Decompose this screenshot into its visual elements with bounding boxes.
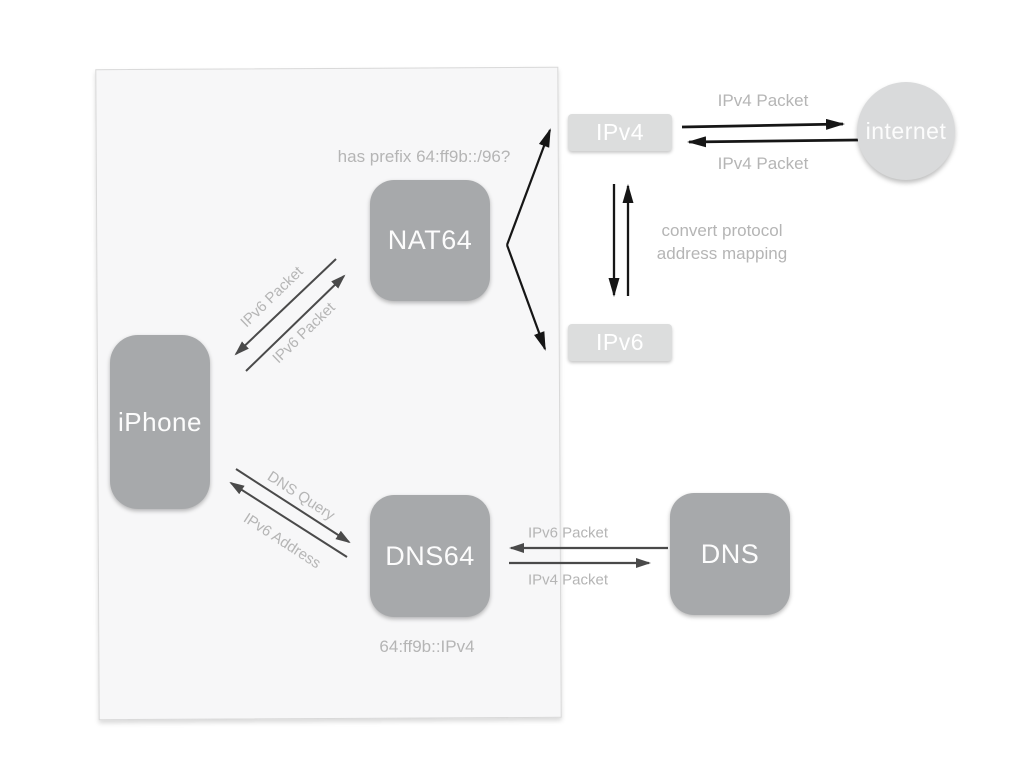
arrow-ipv4-to-internet (681, 118, 845, 130)
label-ipv4-packet-top: IPv4 Packet (717, 91, 809, 110)
label-ipv4-packet-dns: IPv4 Packet (527, 571, 609, 589)
label-prefix-mapping-note: 64:ff9b::IPv4 (379, 637, 475, 656)
arrow-internet-to-ipv4 (687, 136, 859, 148)
node-ipv4: IPv4 (568, 114, 672, 151)
label-convert-protocol: convert protocol address mapping (657, 219, 787, 265)
node-ipv6: IPv6 (568, 324, 672, 361)
node-dns: DNS (670, 493, 790, 615)
label-ipv4-packet-bottom: IPv4 Packet (717, 154, 809, 173)
label-ipv6-packet-dns: IPv6 Packet (527, 524, 609, 542)
node-internet: internet (857, 82, 955, 180)
node-iphone: iPhone (110, 335, 210, 509)
label-convert-line1: convert protocol (661, 221, 783, 240)
node-nat64: NAT64 (370, 180, 490, 301)
label-convert-line2: address mapping (656, 244, 788, 263)
label-prefix-question: has prefix 64:ff9b::/96? (337, 147, 511, 166)
node-dns64: DNS64 (370, 495, 490, 617)
